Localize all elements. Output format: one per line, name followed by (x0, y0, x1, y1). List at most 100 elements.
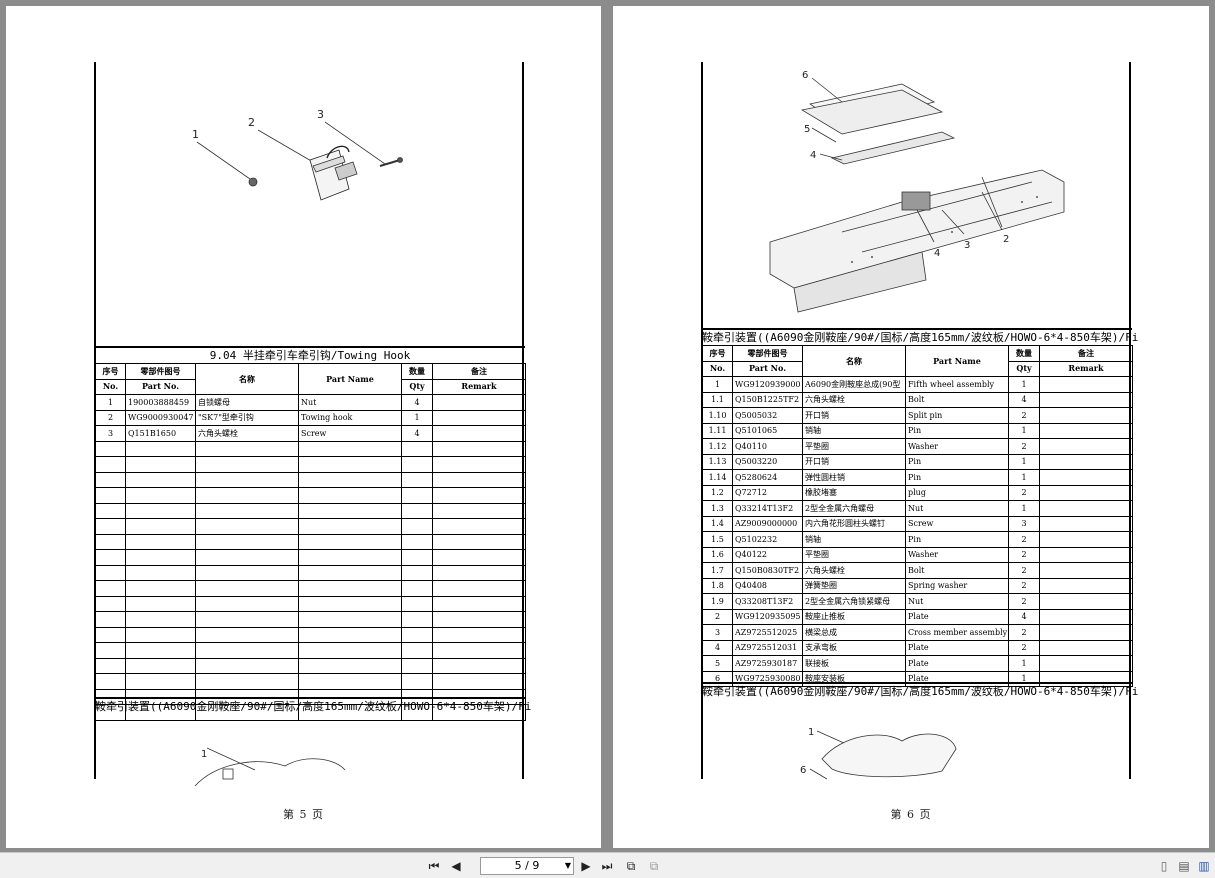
cell-qty: 4 (1008, 608, 1040, 625)
cell-name-en (298, 642, 402, 659)
cell-name-en: Plate (905, 639, 1009, 656)
cell-name-cn: 销轴 (802, 531, 906, 548)
cell-name-cn (195, 611, 299, 628)
next-page-icon[interactable]: ▶ (581, 859, 591, 873)
single-page-view-icon[interactable]: ▯ (1160, 859, 1168, 873)
two-page-view-icon[interactable]: ▥ (1198, 859, 1210, 873)
cell-part-no (125, 673, 196, 690)
first-page-icon[interactable]: ⏮ (428, 859, 440, 873)
cell-name-cn: 联接板 (802, 655, 906, 672)
cell-name-cn (195, 626, 299, 643)
cell-remark (1039, 438, 1133, 455)
cell-name-en: Pin (905, 422, 1009, 439)
cell-remark (432, 673, 526, 690)
table-row (95, 549, 526, 566)
cell-qty: 4 (401, 394, 433, 411)
cell-name-cn: 支承弯板 (802, 639, 906, 656)
cell-name-en (298, 626, 402, 643)
table-row (95, 502, 526, 519)
cell-part-no (125, 657, 196, 674)
cell-qty (401, 611, 433, 628)
cell-qty (401, 440, 433, 457)
cell-name-en (298, 471, 402, 488)
cell-name-cn: A6090金刚鞍座总成(90型 (802, 376, 906, 393)
cell-part-no (125, 440, 196, 457)
parts-table: 序号 零部件图号 名称 Part Name 数量 备注 No. Part No.… (702, 345, 1133, 687)
cell-no (95, 502, 126, 519)
cell-remark (432, 456, 526, 473)
cell-name-cn: 横梁总成 (802, 624, 906, 641)
cell-part-no (125, 549, 196, 566)
callout-3: 3 (964, 240, 970, 251)
cell-no: 1 (702, 376, 733, 393)
cell-remark (432, 533, 526, 550)
cell-remark (432, 595, 526, 612)
cell-remark (432, 487, 526, 504)
callout-5: 5 (804, 124, 810, 135)
page-footer: 第 5 页 (283, 808, 324, 821)
cell-part-no (125, 595, 196, 612)
cell-remark (432, 626, 526, 643)
fit-width-icon[interactable]: ⧉ (649, 859, 659, 873)
cell-no (95, 564, 126, 581)
cell-qty (401, 518, 433, 535)
cell-name-en (298, 518, 402, 535)
cell-no: 1.5 (702, 531, 733, 548)
cell-name-cn: 2型全金属六角螺母 (802, 500, 906, 517)
cell-qty: 2 (1008, 562, 1040, 579)
continuous-view-icon[interactable]: ▤ (1178, 859, 1190, 873)
cell-remark (432, 471, 526, 488)
cell-no: 4 (702, 639, 733, 656)
cell-part-no (125, 626, 196, 643)
cell-qty: 1 (401, 409, 433, 426)
cell-qty: 3 (1008, 515, 1040, 532)
cell-no: 1.3 (702, 500, 733, 517)
cell-name-en: Plate (905, 655, 1009, 672)
page-number-input[interactable]: 5 / 9 ▼ (480, 857, 574, 875)
cell-name-en: Bolt (905, 562, 1009, 579)
cell-remark (1039, 469, 1133, 486)
cell-part-no (125, 471, 196, 488)
page-indicator: 5 / 9 (514, 859, 540, 872)
cell-no: 3 (702, 624, 733, 641)
fit-page-icon[interactable]: ⧉ (626, 859, 636, 873)
cell-name-cn: 开口销 (802, 407, 906, 424)
cell-name-cn (195, 533, 299, 550)
cell-name-en: Spring washer (905, 577, 1009, 594)
cell-part-no (125, 487, 196, 504)
cell-remark (1039, 515, 1133, 532)
fifth-wheel-mounting-diagram: 6 5 4 4 3 2 (769, 70, 1065, 313)
cell-part-no (125, 502, 196, 519)
cell-name-cn (195, 657, 299, 674)
table-row (95, 440, 526, 457)
cell-name-cn: 六角头螺栓 (802, 562, 906, 579)
last-page-icon[interactable]: ⏭ (601, 859, 613, 873)
cell-no (95, 518, 126, 535)
chevron-down-icon[interactable]: ▼ (564, 861, 571, 870)
cell-qty (401, 549, 433, 566)
cell-name-cn: 鞍座止推板 (802, 608, 906, 625)
prev-page-icon[interactable]: ◀ (451, 859, 461, 873)
col-header-seq-en: No. (702, 360, 733, 377)
cell-no: 1.10 (702, 407, 733, 424)
cell-no: 1.4 (702, 515, 733, 532)
cell-qty (401, 533, 433, 550)
cell-name-cn: 自锁螺母 (195, 394, 299, 411)
table-row (95, 673, 526, 690)
cell-remark (432, 657, 526, 674)
cell-name-en: Nut (905, 500, 1009, 517)
cell-name-en (298, 580, 402, 597)
cell-part-no: AZ9725512025 (732, 624, 803, 641)
cell-name-en: Nut (905, 593, 1009, 610)
cell-qty (401, 471, 433, 488)
cell-no (95, 440, 126, 457)
cell-name-en (298, 595, 402, 612)
cell-name-en: Fifth wheel assembly (905, 376, 1009, 393)
col-header-qty-en: Qty (401, 378, 433, 395)
